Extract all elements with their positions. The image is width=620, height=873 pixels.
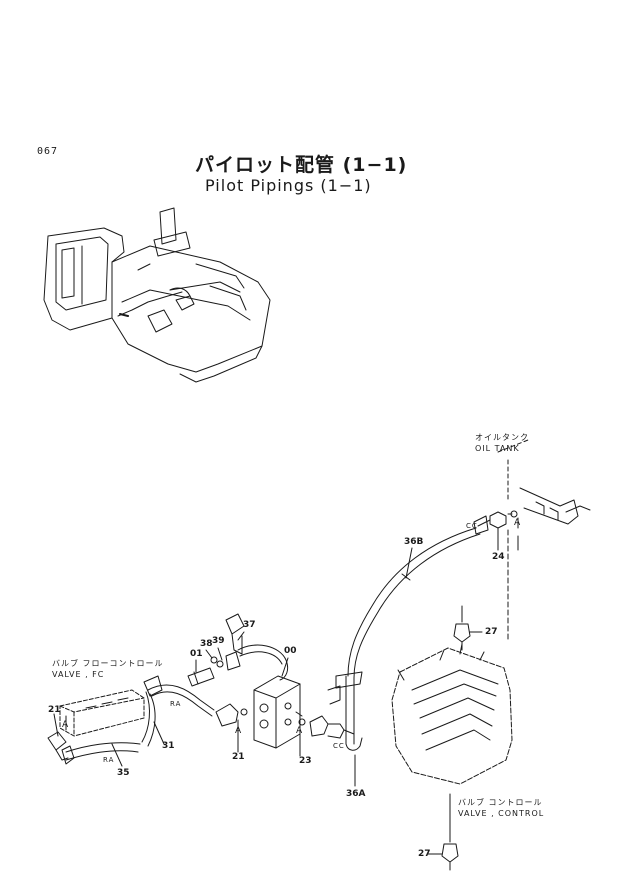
callout-21-mid: 21 — [232, 752, 245, 762]
callout-37: 37 — [243, 620, 256, 630]
callout-36B: 36B — [404, 537, 424, 547]
page-number: 067 — [37, 146, 59, 157]
callout-00: 00 — [284, 646, 297, 656]
valve-control-label-jp: バルブ コントロール — [458, 798, 543, 807]
oil-tank-label-en: OIL TANK — [475, 444, 520, 453]
callout-24: 24 — [492, 552, 505, 562]
tag-a-mid: A — [235, 726, 242, 736]
valve-fc — [47, 689, 165, 767]
callout-01: 01 — [190, 649, 203, 659]
tag-a-left: A — [62, 720, 69, 730]
tag-ra-lower: RA — [103, 756, 115, 764]
valve-fc-label-en: VALVE , FC — [52, 670, 105, 679]
tag-a-tank: A — [514, 518, 521, 528]
callout-27-top: 27 — [485, 627, 498, 637]
valve-control — [391, 605, 513, 871]
hose-36 — [327, 527, 481, 787]
callout-36A: 36A — [346, 789, 366, 799]
callout-35: 35 — [117, 768, 130, 778]
tag-cc-bottom: CC — [333, 742, 345, 750]
tag-ra-upper: RA — [170, 700, 182, 708]
callout-23: 23 — [299, 756, 312, 766]
valve-control-label-en: VALVE , CONTROL — [458, 809, 545, 818]
tag-cc-top: CC — [466, 522, 478, 530]
page-title-english: Pilot Pipings (1−1) — [205, 176, 372, 195]
tag-a-right: A — [296, 726, 303, 736]
oil-tank-label-jp: オイルタンク — [475, 433, 529, 442]
callout-27-bottom: 27 — [418, 849, 431, 859]
callout-21-left: 21 — [48, 705, 61, 715]
pilot-valve-block — [187, 613, 301, 749]
callout-39: 39 — [212, 636, 225, 646]
callout-38: 38 — [200, 639, 213, 649]
excavator-overview-sketch — [43, 207, 271, 383]
callout-31: 31 — [162, 741, 175, 751]
oil-tank-fittings — [473, 439, 591, 641]
elbow-fittings — [143, 675, 355, 757]
valve-fc-label-jp: バルブ フローコントロール — [52, 659, 164, 668]
page-title-japanese: パイロット配管 (1−1) — [195, 154, 408, 176]
